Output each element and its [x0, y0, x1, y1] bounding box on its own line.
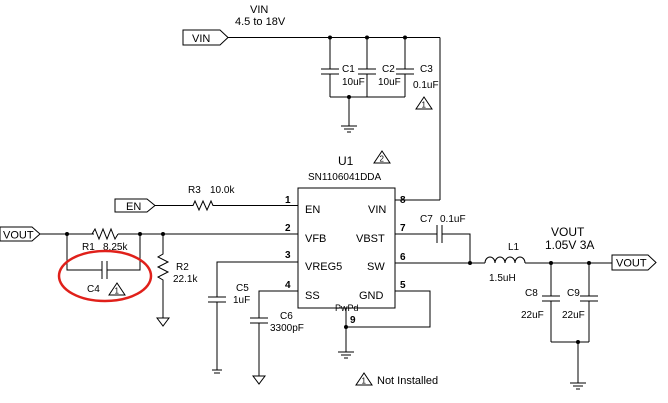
c8-ref: C8 — [525, 288, 538, 299]
ground-icon — [252, 375, 266, 385]
l1-ref: L1 — [508, 242, 520, 253]
pin-number-4: 4 — [285, 280, 291, 291]
r2-value: 22.1k — [173, 274, 198, 285]
c9-value: 22uF — [562, 310, 585, 321]
resistor-r1: R1 8.25k — [82, 227, 128, 253]
c5-value: 1uF — [233, 295, 250, 306]
pin-number-8: 8 — [400, 195, 406, 206]
capacitor-c4: C4 1 — [66, 234, 141, 296]
r3-ref: R3 — [188, 185, 201, 196]
c2-ref: C2 — [382, 64, 395, 75]
svg-text:1: 1 — [362, 377, 367, 386]
r1-value: 8.25k — [103, 242, 128, 253]
c6-ref: C6 — [280, 311, 293, 322]
capacitor-c9: C9 22uF — [562, 263, 598, 342]
pin-number-6: 6 — [400, 252, 406, 263]
resistor-r3: R3 10.0k — [155, 185, 298, 212]
en-port: EN — [114, 198, 156, 213]
c8-value: 22uF — [521, 310, 544, 321]
pin-label-gnd: GND — [359, 290, 384, 302]
vin-port-label: VIN — [192, 33, 210, 45]
c7-ref: C7 — [420, 214, 433, 225]
pin-label-vin: VIN — [368, 204, 386, 216]
ground-icon — [570, 342, 586, 390]
not-installed-marker-icon: 1 — [415, 96, 433, 110]
c2-value: 10uF — [378, 77, 401, 88]
not-installed-marker-icon: 1 — [108, 282, 126, 296]
pin-number-5: 5 — [400, 280, 406, 291]
highlight-circle — [57, 249, 153, 303]
capacitor-c1: C1 10uF — [321, 37, 365, 97]
c3-ref: C3 — [420, 64, 433, 75]
resistor-r2: R2 22.1k — [156, 234, 198, 318]
r3-value: 10.0k — [210, 185, 235, 196]
pin-number-1: 1 — [285, 195, 291, 206]
vin-port: VIN — [182, 29, 229, 46]
vout-output-port: VOUT — [611, 254, 657, 271]
capacitor-c3: C3 0.1uF 1 — [396, 37, 439, 110]
pin-label-vfb: VFB — [305, 233, 326, 245]
c9-ref: C9 — [567, 288, 580, 299]
pin-number-2: 2 — [285, 223, 291, 234]
capacitor-c6: C6 3300pF — [250, 311, 304, 376]
not-installed-marker-icon: 1 — [355, 372, 373, 386]
ground-icon — [156, 317, 170, 327]
c3-value: 0.1uF — [413, 80, 439, 91]
legend: 1 Not Installed — [355, 372, 438, 387]
vout-right-port-label: VOUT — [616, 258, 647, 270]
legend-text: Not Installed — [377, 375, 438, 387]
c6-value: 3300pF — [270, 323, 304, 334]
ground-icon — [338, 351, 354, 359]
capacitor-c5: C5 1uF — [208, 283, 250, 370]
pin-label-ss: SS — [305, 290, 320, 302]
pin-label-sw: SW — [367, 261, 385, 273]
pin-number-7: 7 — [400, 223, 406, 234]
ground-icon — [212, 369, 222, 374]
ss-wire — [258, 290, 298, 318]
pin-label-vbst: VBST — [356, 233, 385, 245]
capacitor-c8: C8 22uF — [521, 263, 560, 342]
vout-net-label: VOUT — [551, 225, 585, 239]
vout-feedback-port: VOUT — [0, 226, 41, 242]
pin-number-3: 3 — [285, 250, 291, 261]
c4-ref: C4 — [87, 284, 100, 295]
svg-text:2: 2 — [380, 155, 385, 164]
en-port-label: EN — [126, 201, 141, 213]
capacitor-c7: C7 0.1uF — [395, 214, 471, 263]
junction-dot — [468, 261, 472, 265]
pin-label-pwpd: PwPd — [335, 303, 359, 313]
vin-range-label: 4.5 to 18V — [235, 16, 286, 28]
inductor-l1: L1 1.5uH — [484, 242, 526, 284]
c1-value: 10uF — [342, 77, 365, 88]
c1-ref: C1 — [342, 64, 355, 75]
ground-icon — [341, 97, 357, 133]
c5-ref: C5 — [236, 283, 249, 294]
svg-text:1: 1 — [115, 287, 120, 296]
r1-ref: R1 — [82, 242, 95, 253]
ic-ref: U1 — [338, 154, 354, 168]
pin-label-vreg5: VREG5 — [305, 261, 342, 273]
capacitor-c2: C2 10uF — [358, 37, 401, 97]
l1-value: 1.5uH — [489, 273, 516, 284]
pin-number-9: 9 — [350, 315, 356, 326]
ic-part-number: SN1106041DDA — [308, 172, 382, 183]
pin-label-en: EN — [305, 204, 320, 216]
vreg5-wire — [216, 261, 298, 297]
ic-note-marker-icon: 2 — [373, 150, 391, 164]
vout-rating-label: 1.05V 3A — [545, 238, 594, 252]
c7-value: 0.1uF — [440, 214, 466, 225]
junction-dot — [344, 325, 348, 329]
r2-ref: R2 — [176, 262, 189, 273]
svg-text:1: 1 — [422, 101, 427, 110]
gnd-wire — [345, 290, 431, 328]
vin-net-label: VIN — [250, 4, 268, 16]
vout-left-port-label: VOUT — [3, 230, 34, 242]
